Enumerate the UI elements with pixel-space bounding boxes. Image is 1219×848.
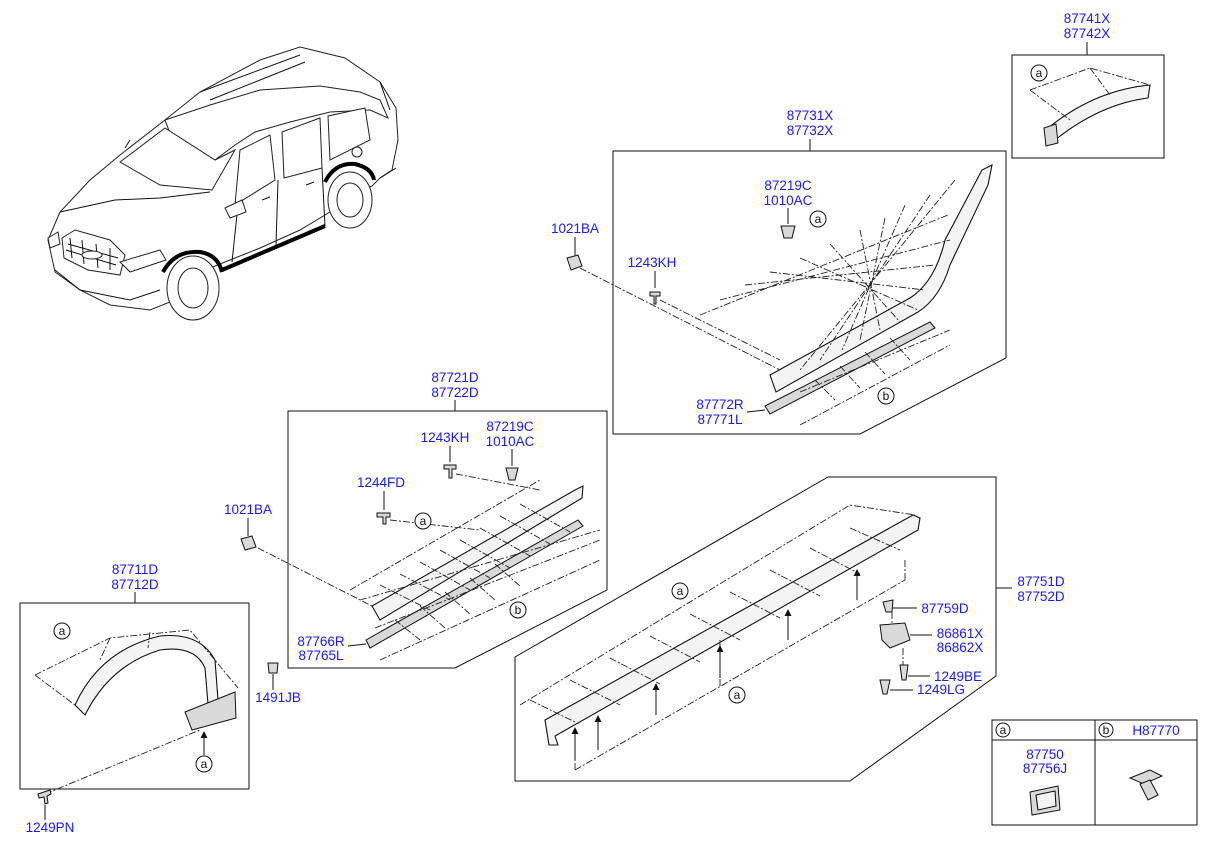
part-number-1249be: 1249BE bbox=[934, 669, 982, 684]
fender-extension-part bbox=[1047, 84, 1151, 141]
screw-1243kh-mid bbox=[443, 464, 457, 479]
svg-text:b: b bbox=[515, 603, 522, 617]
part-number-1243kh-mid: 1243KH bbox=[421, 430, 470, 445]
part-number-1010ac-top: 1010AC bbox=[764, 193, 813, 208]
part-number-87219c-top: 87219C bbox=[764, 178, 812, 193]
callout-a-sill-top bbox=[671, 582, 689, 600]
sill-labels-group: 87751D 87752D 87759D 86861X 86862X 1249B… bbox=[890, 574, 1065, 697]
nut-1021ba-mid-group: 1021BA bbox=[224, 502, 373, 607]
fender-extension-group: 87741X 87742X a bbox=[1011, 11, 1165, 159]
wheel-arch-bracket-part bbox=[184, 691, 237, 731]
part-number-1010ac-mid: 1010AC bbox=[486, 434, 535, 449]
part-number-1244fd: 1244FD bbox=[357, 475, 405, 490]
wheel-arch-moulding-group: 87711D 87712D a a bbox=[19, 562, 250, 795]
rear-door-garnish-group: 87731X 87732X 87219C 1010AC a 1243KH b 8… bbox=[579, 108, 1007, 435]
screw-1249lg bbox=[879, 679, 891, 695]
wheel-arch-moulding-part bbox=[74, 634, 219, 716]
screw-1249pn-group: 1249PN bbox=[26, 789, 75, 835]
part-number-87711d: 87711D bbox=[112, 562, 159, 577]
bracket-86861x bbox=[879, 622, 911, 649]
part-number-1021ba-top: 1021BA bbox=[551, 221, 599, 236]
rear-door-garnish-part bbox=[769, 164, 993, 393]
clip-part-h87770 bbox=[1128, 769, 1164, 785]
part-number-87732x: 87732X bbox=[787, 123, 834, 138]
legend-callout-a bbox=[995, 722, 1011, 738]
part-number-87741x: 87741X bbox=[1064, 11, 1111, 26]
parts-box-87721d bbox=[287, 410, 608, 669]
part-number-1243kh-top: 1243KH bbox=[628, 255, 677, 270]
part-number-87731x: 87731X bbox=[787, 108, 834, 123]
part-number-87772r: 87772R bbox=[696, 397, 744, 412]
part-number-86861x: 86861X bbox=[937, 626, 984, 641]
clip-1491jb-group: 1491JB bbox=[255, 662, 301, 705]
front-door-garnish-part bbox=[371, 485, 584, 621]
nut-1021ba-mid bbox=[240, 535, 257, 551]
part-number-87759d: 87759D bbox=[921, 601, 969, 616]
vehicle-illustration bbox=[47, 46, 399, 321]
part-number-1021ba-mid: 1021BA bbox=[224, 502, 272, 517]
svg-text:b: b bbox=[1103, 723, 1110, 737]
part-number-87752d: 87752D bbox=[1017, 589, 1065, 604]
svg-text:a: a bbox=[1000, 723, 1007, 737]
part-number-87771l: 87771L bbox=[697, 412, 743, 427]
callout-a-mid bbox=[414, 512, 432, 530]
legend-part-87756j: 87756J bbox=[1023, 761, 1067, 776]
clip-1491jb bbox=[267, 662, 279, 674]
callout-a-arch-bottom bbox=[195, 755, 213, 773]
callout-a-arch-top bbox=[53, 622, 71, 640]
part-number-87766r: 87766R bbox=[297, 634, 345, 649]
legend-table: a b H87770 87750 87756J bbox=[991, 719, 1198, 826]
side-sill-moulding-part bbox=[544, 514, 921, 746]
svg-text:a: a bbox=[420, 514, 427, 528]
part-number-87751d: 87751D bbox=[1017, 574, 1065, 589]
parts-box-87751d bbox=[514, 476, 997, 782]
part-number-87742x: 87742X bbox=[1064, 26, 1111, 41]
parts-box-87711d bbox=[19, 602, 250, 790]
legend-callout-b bbox=[1098, 722, 1114, 738]
part-number-1249lg: 1249LG bbox=[917, 682, 965, 697]
screw-1249pn bbox=[37, 789, 52, 805]
part-number-86862x: 86862X bbox=[937, 640, 984, 655]
callout-a-fender-ext bbox=[1030, 64, 1048, 82]
part-number-1491jb: 1491JB bbox=[255, 690, 301, 705]
side-sill-moulding-group: a a bbox=[514, 476, 997, 782]
svg-text:a: a bbox=[677, 584, 684, 598]
callout-a-top bbox=[809, 210, 827, 228]
part-number-87712d: 87712D bbox=[111, 577, 159, 592]
callout-b-top bbox=[877, 387, 895, 405]
part-number-87722d: 87722D bbox=[431, 385, 479, 400]
rear-sill-strip-part bbox=[764, 321, 936, 415]
clip-87759d bbox=[882, 599, 894, 613]
part-number-1249pn: 1249PN bbox=[26, 820, 75, 835]
svg-text:b: b bbox=[883, 389, 890, 403]
svg-text:a: a bbox=[59, 624, 66, 638]
part-number-87765l: 87765L bbox=[298, 648, 344, 663]
legend-part-87750: 87750 bbox=[1026, 747, 1064, 762]
callout-b-mid bbox=[509, 601, 527, 619]
nut-1021ba-top bbox=[566, 254, 583, 271]
svg-text:a: a bbox=[815, 212, 822, 226]
front-door-garnish-group: 87721D 87722D 87219C 1010AC 1243KH 1244F… bbox=[287, 370, 608, 669]
svg-text:a: a bbox=[201, 757, 208, 771]
screw-1243kh-top bbox=[649, 291, 661, 305]
screw-1249be bbox=[899, 664, 909, 681]
screw-1244fd bbox=[376, 512, 391, 525]
callout-a-sill-bottom bbox=[728, 686, 746, 704]
part-number-87721d: 87721D bbox=[431, 370, 479, 385]
parts-box-87741x bbox=[1011, 54, 1165, 159]
clip-87219c-mid bbox=[505, 467, 519, 481]
part-number-87219c-mid: 87219C bbox=[486, 419, 534, 434]
svg-text:a: a bbox=[1036, 66, 1043, 80]
parts-box-87731x bbox=[612, 150, 1007, 435]
clip-87219c-top bbox=[780, 225, 796, 239]
svg-text:a: a bbox=[734, 688, 741, 702]
nut-1021ba-top-group: 1021BA bbox=[551, 221, 599, 271]
legend-part-h87770: H87770 bbox=[1132, 723, 1179, 738]
front-sill-strip-part bbox=[365, 519, 584, 649]
